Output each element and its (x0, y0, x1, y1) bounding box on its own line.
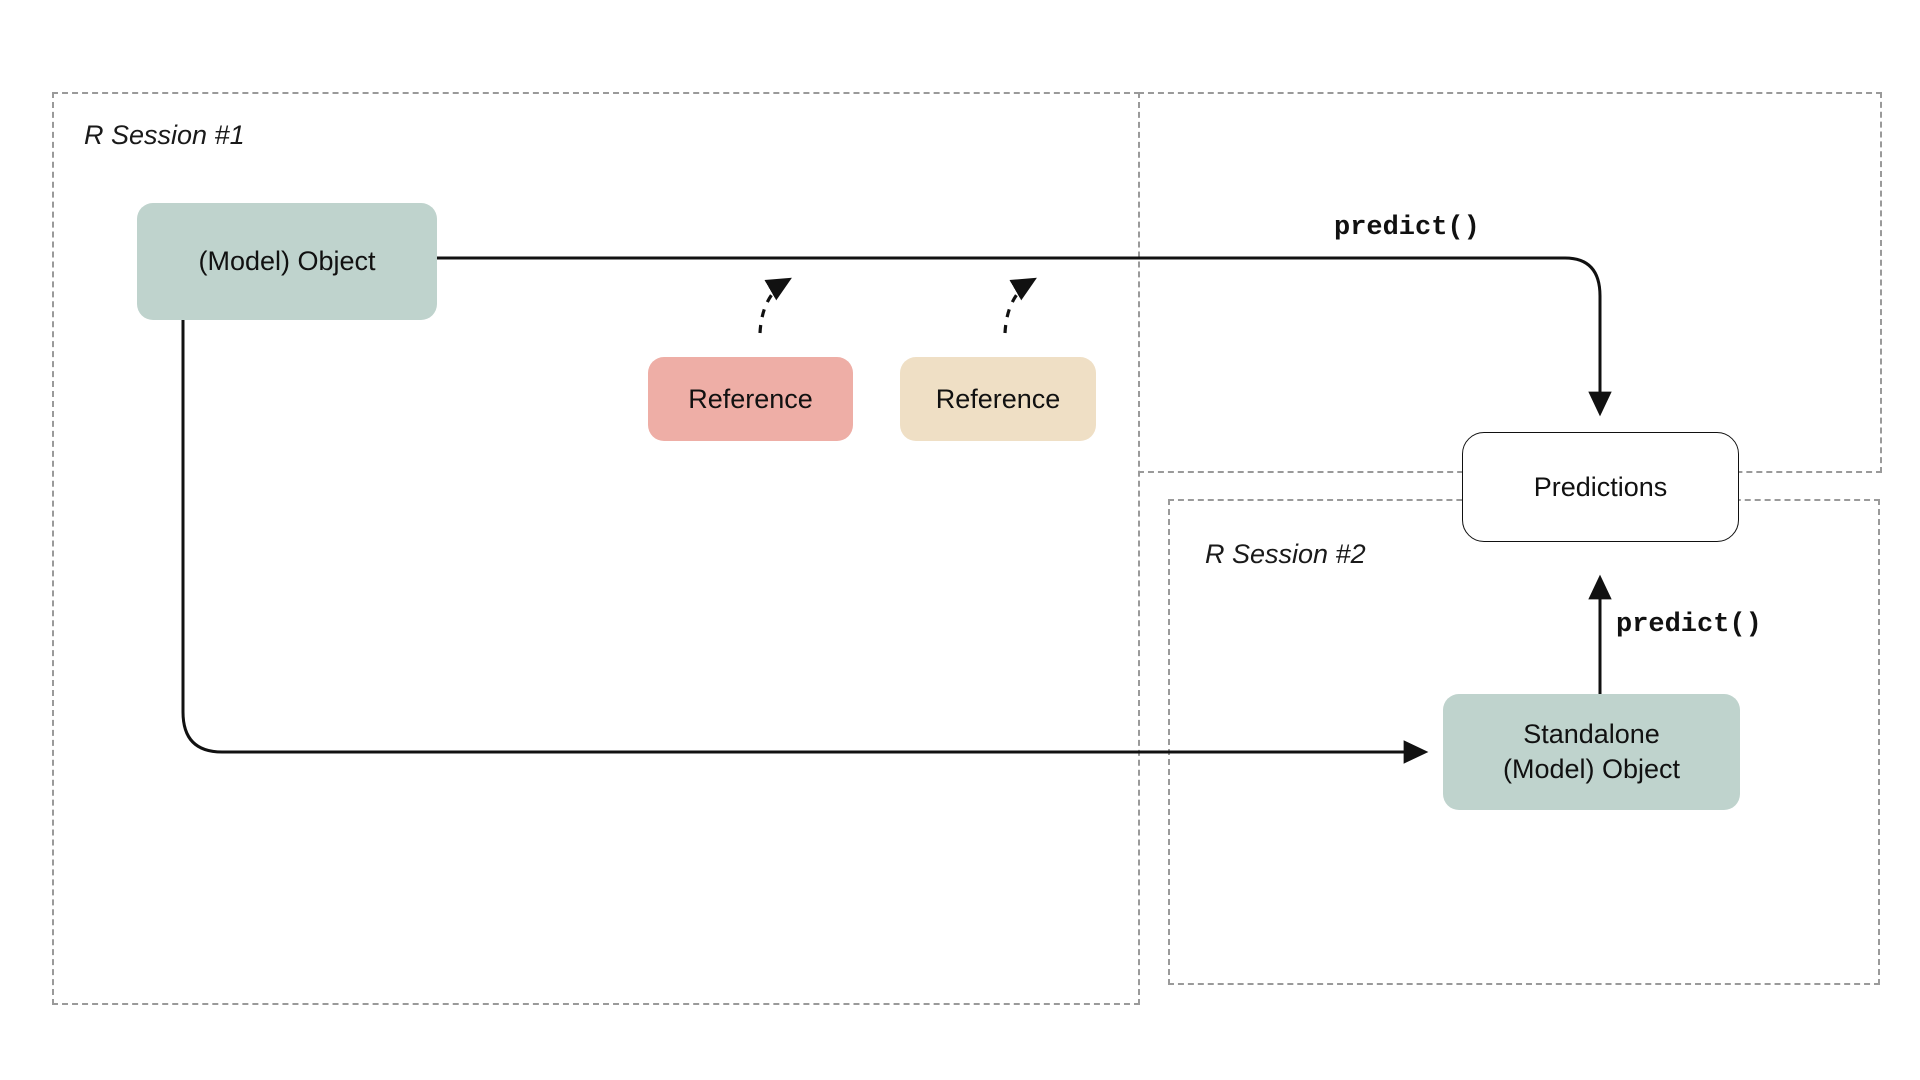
node-reference-tan[interactable]: Reference (900, 357, 1096, 441)
standalone-label-line-1: Standalone (1523, 719, 1660, 750)
predict-label-top: predict() (1334, 213, 1480, 243)
standalone-label-line-2: (Model) Object (1502, 754, 1681, 784)
edge-reference-tan-dashed (1003, 277, 1037, 334)
session-1-label: R Session #1 (84, 120, 245, 150)
predict-label-bottom: predict() (1616, 610, 1762, 640)
node-reference-red[interactable]: Reference (648, 357, 853, 441)
node-model-object[interactable]: (Model) Object (137, 203, 437, 320)
node-predictions[interactable]: Predictions (1462, 432, 1739, 542)
node-standalone-model-object[interactable]: Standalone (Model) Object (1443, 694, 1740, 810)
session-2-label: R Session #2 (1205, 539, 1366, 569)
edge-model-to-predictions (437, 256, 1612, 417)
session-1-boundary (52, 92, 1140, 1005)
edge-reference-red-dashed (758, 277, 792, 334)
edge-model-to-standalone (181, 320, 1429, 764)
